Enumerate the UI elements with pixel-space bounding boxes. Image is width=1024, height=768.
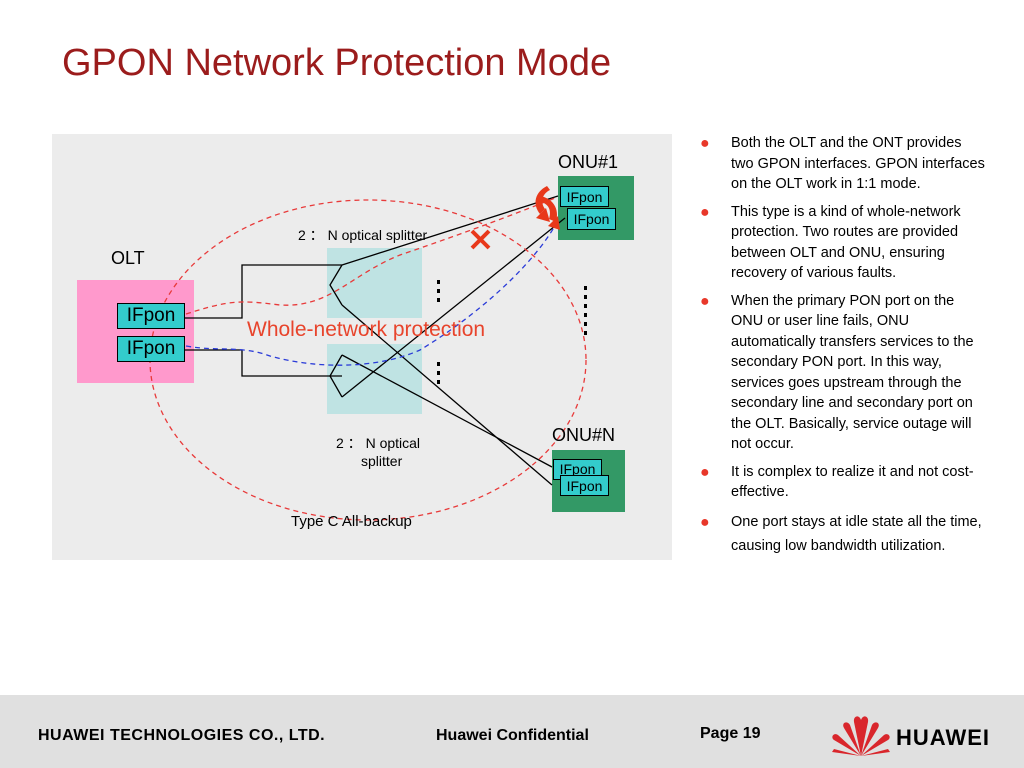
splitter-top-label: 2 ： N optical splitter [298, 227, 428, 243]
fiber-olt-bottom [184, 349, 342, 377]
olt-ifpon-secondary: IFpon [117, 336, 185, 362]
primary-route [185, 197, 556, 315]
fault-x-icon [470, 229, 491, 250]
footer-page-number: Page 19 [700, 725, 761, 742]
footer-bar [0, 695, 1024, 768]
protection-label: Whole-network protection [247, 318, 486, 341]
type-label: Type C All-backup [291, 513, 412, 530]
onu1-label: ONU#1 [558, 152, 619, 172]
splitter-top-branch [329, 264, 343, 306]
footer-confidential: Huawei Confidential [436, 727, 589, 744]
onu1-ifpon-secondary: IFpon [567, 208, 616, 230]
onun-ifpon-secondary: IFpon [560, 475, 609, 496]
onun-ifpon-primary: IFpon [553, 459, 602, 480]
bullet-dot-icon: ● [700, 292, 710, 310]
fiber-bottom-onu1 [341, 217, 566, 398]
splitter-bottom-label-2: splitter [361, 453, 403, 469]
olt-label: OLT [111, 248, 145, 268]
huawei-logo-text: HUAWEI [896, 725, 990, 750]
page-title: GPON Network Protection Mode [62, 42, 612, 84]
splitter-bottom [327, 344, 422, 414]
huawei-logo [830, 712, 892, 763]
olt-block [77, 280, 194, 383]
bullet-dot-icon: ● [700, 513, 710, 531]
bullet-dot-icon: ● [700, 135, 710, 152]
fiber-bottom-onun [341, 354, 553, 468]
fiber-top-onun [341, 304, 553, 486]
bullet-item: ●Both the OLT and the ONT provides two G… [700, 135, 985, 192]
footer-company: HUAWEI TECHNOLOGIES CO., LTD. [38, 727, 326, 744]
ellipsis-dots [437, 280, 587, 384]
splitter-bottom-branch [329, 354, 343, 398]
bullet-item: ●It is complex to realize it and not cos… [700, 463, 974, 501]
olt-ifpon-primary: IFpon [117, 303, 185, 329]
bullet-item: ●This type is a kind of whole-network pr… [700, 203, 961, 282]
switchover-arrow-icon [535, 186, 560, 230]
fiber-olt-top [184, 264, 342, 319]
bullet-item: ●One port stays at idle state all the ti… [698, 510, 988, 558]
bullet-list: ●Both the OLT and the ONT provides two G… [698, 133, 988, 565]
splitter-bottom-label: 2 ： N optical [336, 435, 421, 451]
onun-label: ONU#N [552, 425, 616, 445]
splitter-top [327, 248, 422, 318]
fiber-top-onu1 [341, 195, 559, 266]
secondary-route [185, 223, 557, 366]
bullet-item: ●When the primary PON port on the ONU or… [700, 292, 974, 453]
bullet-dot-icon: ● [700, 203, 710, 221]
huawei-flower-icon [832, 716, 890, 756]
bullet-dot-icon: ● [700, 463, 710, 481]
onu1-ifpon-primary: IFpon [560, 186, 609, 207]
